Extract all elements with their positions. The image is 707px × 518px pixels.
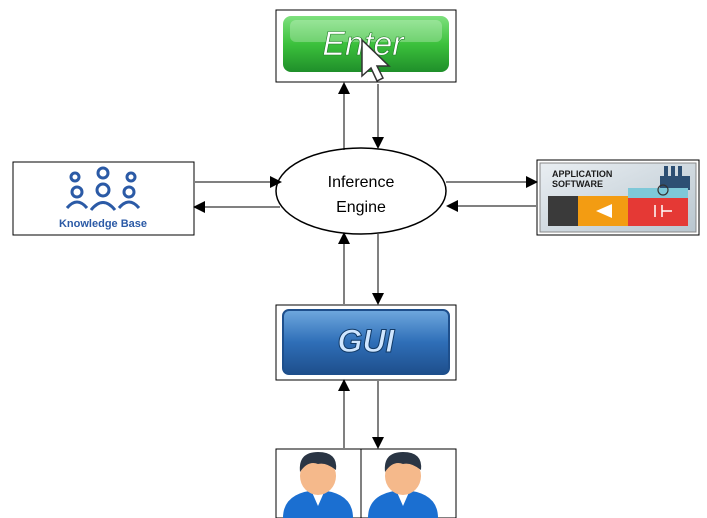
process-schematic-icon bbox=[548, 184, 688, 226]
gui-button bbox=[282, 309, 450, 375]
users-node bbox=[275, 448, 457, 518]
mouse-cursor-icon bbox=[361, 38, 391, 83]
application-software-node: APPLICATION SOFTWARE bbox=[536, 159, 700, 236]
factory-icon bbox=[660, 166, 690, 190]
inference-engine-label-line2: Engine bbox=[336, 199, 386, 216]
gui-label: GUI bbox=[338, 323, 396, 359]
application-software-title: APPLICATION bbox=[552, 169, 612, 179]
application-software-subtitle: SOFTWARE bbox=[552, 179, 603, 189]
people-ideas-icon bbox=[65, 166, 141, 211]
knowledge-base-node: Knowledge Base bbox=[12, 161, 195, 236]
knowledge-base-label: Knowledge Base bbox=[59, 218, 147, 230]
user-avatar-icon bbox=[283, 452, 353, 518]
gui-node: GUI bbox=[275, 304, 457, 381]
inference-engine-label-line1: Inference bbox=[328, 174, 395, 191]
enter-key-node: Enter bbox=[275, 9, 457, 83]
user-avatar-icon bbox=[368, 452, 438, 518]
inference-engine-node: Inference Engine bbox=[275, 147, 447, 235]
